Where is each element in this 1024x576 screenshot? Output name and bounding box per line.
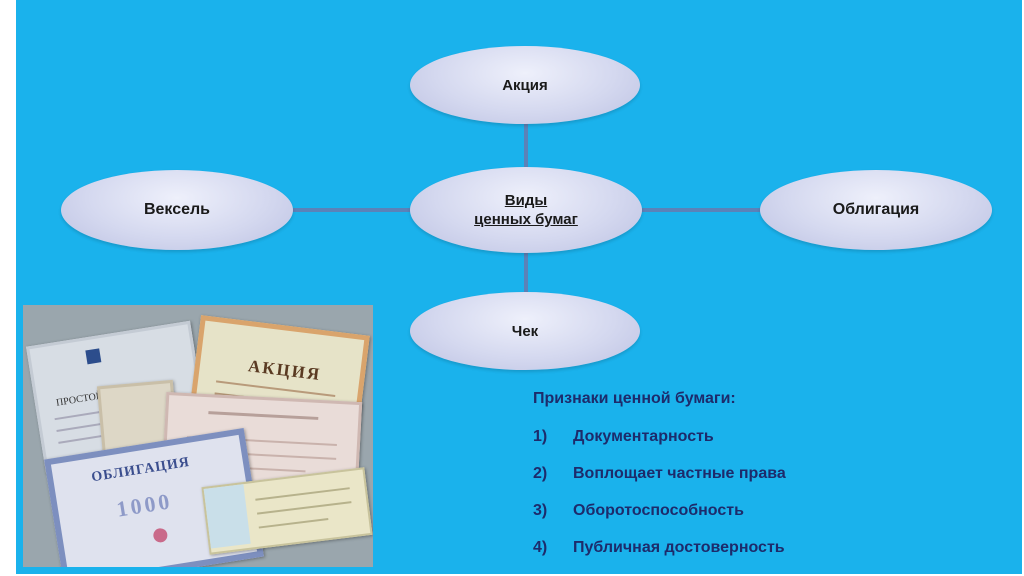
node-promissory-note: Вексель: [61, 170, 293, 250]
features-title: Признаки ценной бумаги:: [533, 390, 736, 407]
node-center-label: Виды ценных бумаг: [474, 191, 578, 229]
features-item-number: 1): [533, 428, 548, 445]
features-item-number: 4): [533, 539, 548, 556]
features-item-number: 2): [533, 465, 548, 482]
node-center: Виды ценных бумаг: [410, 167, 642, 253]
features-item: 2) Воплощает частные права: [533, 465, 1013, 483]
features-item: 4) Публичная достоверность: [533, 539, 1013, 557]
slide: Акция Вексель Виды ценных бумаг Облигаци…: [16, 0, 1022, 574]
doc-bond-title: ОБЛИГАЦИЯ: [90, 454, 191, 486]
features-item-text: Воплощает частные права: [573, 465, 786, 482]
node-cheque: Чек: [410, 292, 640, 370]
features-list: 1) Документарность 2) Воплощает частные …: [533, 428, 1013, 557]
features-item: 3) Оборотоспособность: [533, 502, 1013, 520]
node-cheque-label: Чек: [511, 322, 539, 340]
features-item-number: 3): [533, 502, 548, 519]
doc-bond-value: 1000: [114, 488, 175, 522]
node-share: Акция: [410, 46, 640, 124]
diagram-connectors: [293, 124, 760, 292]
doc-share-title: АКЦИЯ: [247, 356, 323, 385]
node-center-line1: Виды: [504, 192, 548, 209]
features-item-text: Публичная достоверность: [573, 539, 785, 556]
securities-photo: ПРОСТОЙ ВЕКСЕЛЬ АКЦИЯ ОБЛИГАЦИЯ 1000: [23, 305, 373, 567]
node-bond: Облигация: [760, 170, 992, 250]
node-share-label: Акция: [502, 76, 548, 94]
features-block: Признаки ценной бумаги: 1) Документарнос…: [533, 390, 1013, 576]
features-item: 1) Документарность: [533, 428, 1013, 446]
node-promissory-note-label: Вексель: [143, 201, 211, 218]
features-item-text: Документарность: [573, 428, 714, 445]
node-center-line2: ценных бумаг: [474, 211, 578, 228]
features-item-text: Оборотоспособность: [573, 502, 744, 519]
node-bond-label: Облигация: [832, 201, 920, 218]
